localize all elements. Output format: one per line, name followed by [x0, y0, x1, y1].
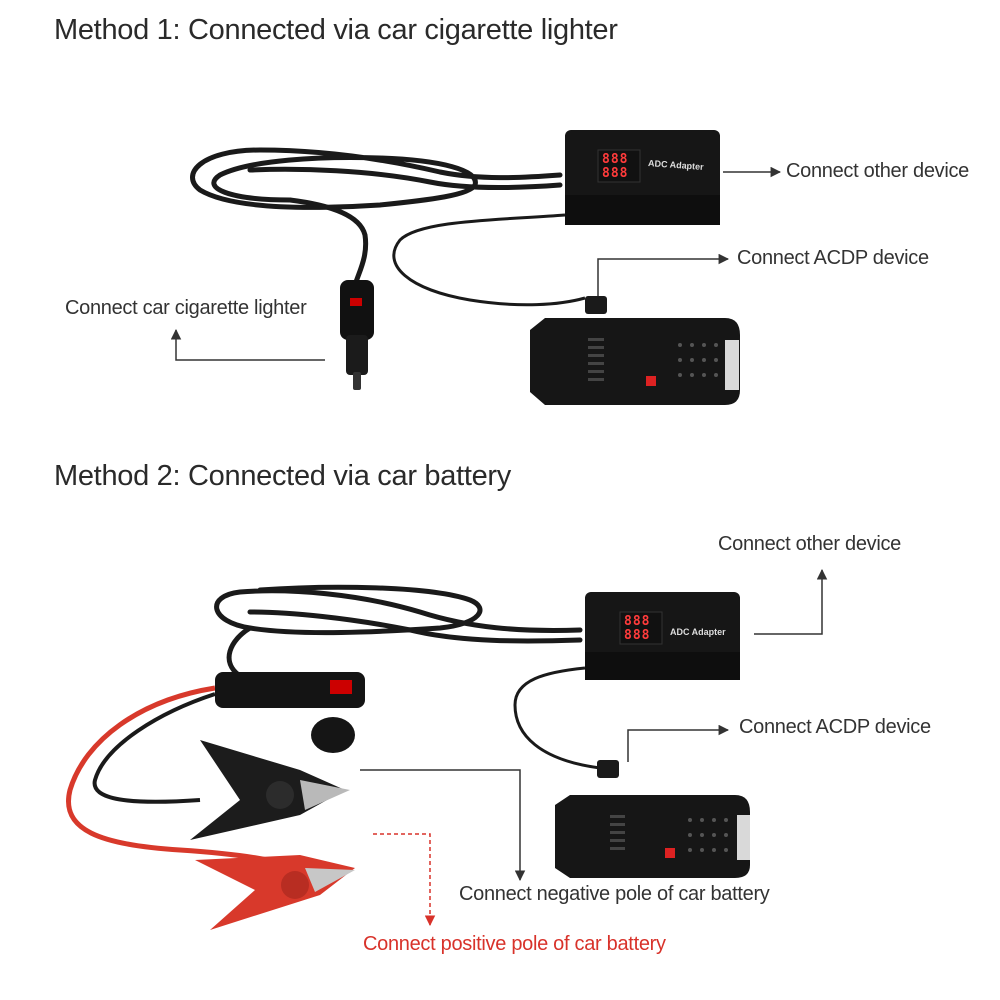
m2-thin-cable — [513, 666, 601, 770]
m1-adc-adapter — [565, 130, 720, 225]
arrow-right-icon — [597, 253, 730, 296]
m2-black-cable — [92, 692, 216, 804]
m1-cigarette-plug — [340, 280, 374, 390]
m2-cigarette-socket — [215, 672, 365, 753]
m1-label-other-device: Connect other device — [786, 160, 970, 182]
m1-label-acdp-device: Connect ACDP device — [737, 247, 929, 269]
m1-acdp-device — [530, 296, 740, 405]
m2-negative-clamp — [190, 740, 350, 840]
m2-positive-clamp — [195, 855, 355, 930]
m1-thin-cable — [392, 213, 586, 307]
m1-coiled-cable — [190, 147, 563, 285]
method1-title: Method 1: Connected via car cigarette li… — [54, 14, 618, 46]
m2-label-other-device: Connect other device — [718, 533, 902, 555]
m2-label-negative-pole: Connect negative pole of car battery — [459, 883, 770, 905]
m2-acdp-device — [555, 760, 750, 878]
m2-red-cable — [66, 685, 302, 873]
white-overlay-2 — [262, 496, 462, 551]
m2-adapter-label: ADC Adapter — [670, 627, 726, 637]
m2-adc-adapter — [585, 592, 740, 680]
arrow-right-icon — [627, 724, 730, 762]
arrow-up-icon — [170, 328, 325, 361]
arrow-down-icon — [360, 769, 526, 882]
power-indicator-icon — [330, 680, 352, 694]
method2-title: Method 2: Connected via car battery — [54, 460, 511, 492]
m2-label-positive-pole: Connect positive pole of car battery — [363, 933, 666, 955]
arrow-down-icon — [373, 833, 436, 927]
white-overlay-1 — [38, 42, 368, 152]
m1-label-cigarette-lighter: Connect car cigarette lighter — [65, 297, 307, 319]
power-indicator-icon — [350, 298, 362, 306]
arrow-up-icon — [754, 568, 828, 635]
m2-label-acdp-device: Connect ACDP device — [739, 716, 931, 738]
